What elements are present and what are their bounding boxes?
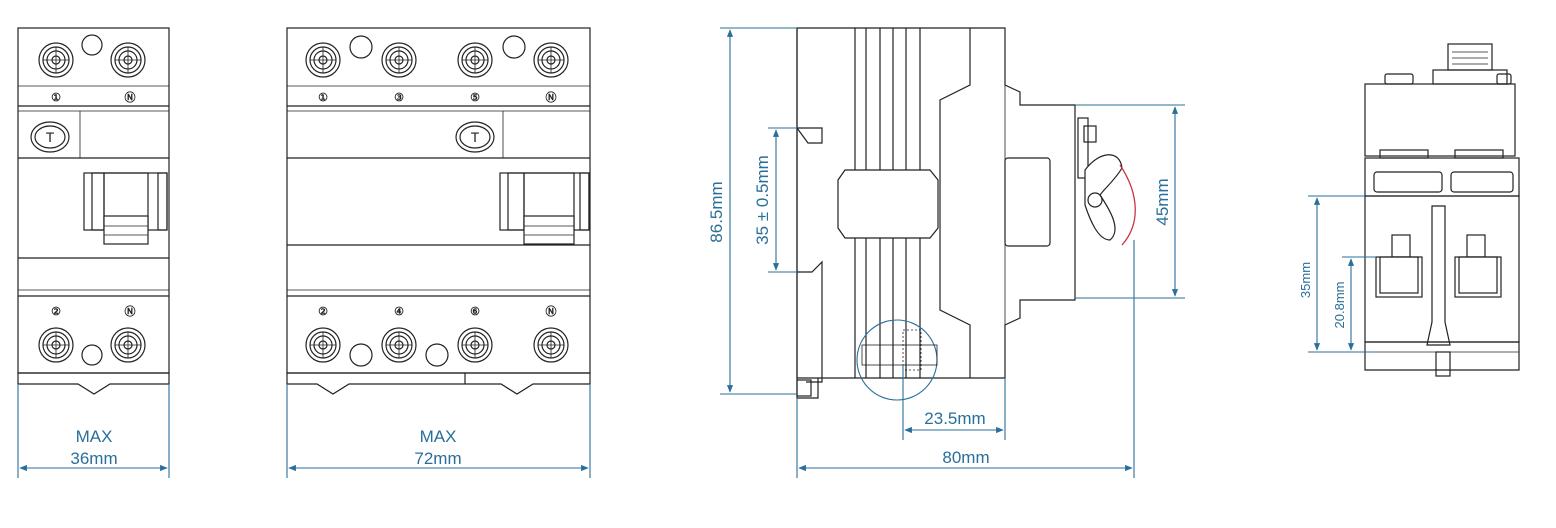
height-label: 86.5mm (707, 181, 726, 242)
terminal-screw-icon (38, 327, 74, 363)
depth-label: 23.5mm (924, 409, 985, 428)
terminal-screw-icon (110, 42, 146, 78)
end-view: 35mm 20.8mm (1298, 43, 1520, 377)
end-rail-label: 35mm (1298, 262, 1313, 298)
terminal-screw-icon (381, 42, 417, 78)
terminal-screw-icon (305, 42, 341, 78)
terminal-label: ② (318, 306, 328, 318)
terminal-screw-icon (457, 42, 493, 78)
terminal-label: Ⓝ (125, 90, 136, 104)
terminal-screw-icon (533, 42, 569, 78)
terminal-screw-icon (381, 327, 417, 363)
terminal-label: ⑥ (470, 306, 480, 318)
side-view: 86.5mm 35 ± 0.5mm 45mm 23.5mm 80mm (707, 27, 1185, 478)
total-depth-label: 80mm (942, 448, 989, 467)
width-value: 72mm (414, 449, 461, 468)
terminal-label: ① (318, 92, 328, 104)
width-value: 36mm (70, 449, 117, 468)
terminal-screw-icon (457, 327, 493, 363)
rail-label: 35 ± 0.5mm (753, 155, 772, 245)
terminal-label: Ⓝ (125, 304, 136, 318)
width-label: MAX (76, 427, 113, 446)
terminal-label: Ⓝ (546, 304, 557, 318)
width-label: MAX (420, 427, 457, 446)
test-button-label: T (46, 129, 55, 145)
front-view-2-pole: ① Ⓝ ② Ⓝ T MAX 36mm (17, 27, 170, 478)
face-label: 45mm (1153, 178, 1172, 225)
terminal-label: ① (51, 92, 61, 104)
toggle-lever-icon (499, 172, 590, 245)
terminal-label: ⑤ (470, 92, 480, 104)
toggle-lever-icon (83, 172, 168, 245)
front-view-4-pole: ① ③ ⑤ Ⓝ ② ④ ⑥ Ⓝ T MAX 72mm (286, 27, 591, 478)
terminal-screw-icon (110, 327, 146, 363)
terminal-screw-icon (305, 327, 341, 363)
lever-knob-icon (1077, 117, 1136, 246)
terminal-label: Ⓝ (546, 90, 557, 104)
terminal-screw-icon (38, 42, 74, 78)
terminal-label: ④ (394, 306, 404, 318)
terminal-label: ② (51, 306, 61, 318)
test-button-label: T (471, 129, 480, 145)
terminal-screw-icon (533, 327, 569, 363)
terminal-label: ③ (394, 92, 404, 104)
end-inner-label: 20.8mm (1332, 282, 1347, 329)
